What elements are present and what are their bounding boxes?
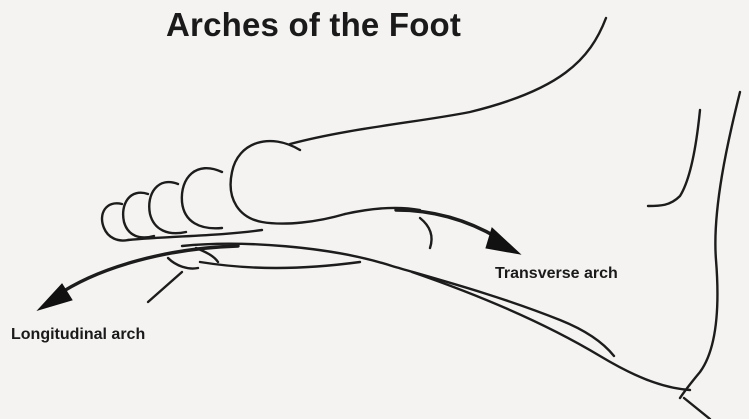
pad-mark-1 bbox=[168, 258, 198, 269]
sole-lower-curve bbox=[412, 272, 690, 390]
transverse-arch-arrow-line bbox=[396, 210, 498, 238]
heel-base-stroke bbox=[684, 398, 710, 419]
sole-outer-curve bbox=[200, 262, 360, 268]
toe-shadow-line bbox=[148, 272, 182, 302]
longitudinal-arch-label: Longitudinal arch bbox=[11, 326, 145, 344]
longitudinal-arch-arrow-line bbox=[56, 246, 238, 296]
metatarsal-curve bbox=[128, 230, 262, 240]
sole-inner-curve bbox=[182, 244, 614, 356]
ankle-contour bbox=[648, 110, 700, 206]
midfoot-dash bbox=[420, 218, 432, 248]
big-toe-outline bbox=[231, 141, 345, 224]
transverse-arch-arrowhead bbox=[486, 228, 520, 254]
third-toe-outline bbox=[149, 182, 186, 233]
second-toe-outline bbox=[182, 168, 222, 228]
transverse-arch-label: Transverse arch bbox=[495, 265, 618, 283]
shin-front-line bbox=[290, 18, 606, 144]
heel-outline bbox=[680, 92, 740, 398]
